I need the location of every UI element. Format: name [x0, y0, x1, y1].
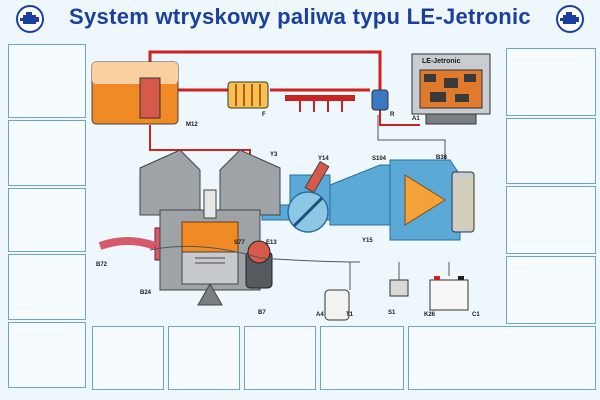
filter-ribs — [235, 84, 261, 106]
circuit-panel — [506, 118, 596, 184]
rail-outlets — [299, 98, 343, 112]
graph-panel — [8, 322, 86, 388]
cylinder-head-right — [219, 149, 281, 216]
control-unit-label: LE-Jetronic — [422, 58, 461, 65]
air-filter-element — [455, 178, 473, 228]
injector-body — [304, 160, 330, 194]
connecting-rod — [197, 282, 223, 306]
circuit-panel — [506, 256, 596, 324]
graph-panel — [8, 120, 86, 186]
label-air-flow-meter: B38 — [436, 155, 448, 161]
pressure-regulator — [371, 89, 389, 111]
control-unit-connector — [425, 113, 477, 125]
chip — [464, 74, 476, 82]
relay-body — [389, 279, 409, 297]
label-relay: A4 — [316, 312, 324, 318]
graph-panel — [8, 188, 86, 252]
label-distributor: E13 — [266, 240, 277, 246]
label-sensor: B7 — [258, 310, 266, 316]
battery-terminal — [434, 276, 440, 280]
fuel-filter — [227, 81, 269, 109]
wire — [377, 115, 446, 160]
chip — [455, 94, 469, 102]
battery-terminal — [458, 276, 464, 280]
waveform-panel — [244, 326, 316, 390]
piston — [181, 251, 239, 285]
engine-badge-icon — [16, 5, 44, 33]
label-ignition-coil: T1 — [346, 312, 354, 318]
wire — [149, 245, 361, 263]
label-cold-start-valve: Y14 — [318, 156, 329, 162]
fuel-line — [148, 50, 382, 90]
label-throttle-switch: S104 — [372, 156, 387, 162]
label-fuel-filter: F — [262, 112, 266, 118]
spark-plug-body — [203, 189, 217, 219]
air-flow-flap — [404, 174, 446, 226]
distributor-cap — [247, 240, 271, 264]
circuit-panel — [506, 48, 596, 116]
label-fuse-relay: K26 — [424, 312, 436, 318]
fuel-tank-air-space — [92, 62, 178, 84]
graph-panel — [8, 254, 86, 320]
air-filter — [451, 171, 475, 233]
fuel-return-line — [379, 110, 420, 126]
exhaust-pipe — [98, 237, 157, 250]
label-control-unit: A1 — [412, 116, 420, 122]
waveform-panel — [168, 326, 240, 390]
label-lambda-probe: B72 — [96, 262, 108, 268]
engine-badge-icon — [556, 5, 584, 33]
chip — [430, 92, 446, 102]
waveform-panel — [92, 326, 164, 390]
label-battery: C1 — [472, 312, 480, 318]
throttle-plate — [292, 196, 324, 228]
label-coolant-sensor: B24 — [140, 290, 152, 296]
battery-body — [429, 279, 469, 311]
fuel-pump — [139, 77, 161, 119]
waveform-panel — [320, 326, 404, 390]
wiring-panel — [408, 326, 596, 390]
label-spark-plug: S77 — [234, 240, 245, 246]
chip — [424, 74, 436, 82]
label-pressure-regulator: R — [390, 112, 395, 118]
ignition-coil-body — [324, 289, 350, 321]
chip — [444, 78, 458, 88]
circuit-panel — [506, 186, 596, 254]
legend-panel — [8, 44, 86, 118]
label-ignition-switch: S1 — [388, 310, 396, 316]
poster-title: System wtryskowy paliwa typu LE-Jetronic — [69, 4, 531, 29]
cylinder-head-left — [139, 149, 201, 216]
wire — [349, 262, 450, 290]
label-fuel-tank-pump: M12 — [186, 122, 198, 128]
label-injector: Y3 — [270, 152, 278, 158]
label-idle-valve: Y15 — [362, 238, 373, 244]
